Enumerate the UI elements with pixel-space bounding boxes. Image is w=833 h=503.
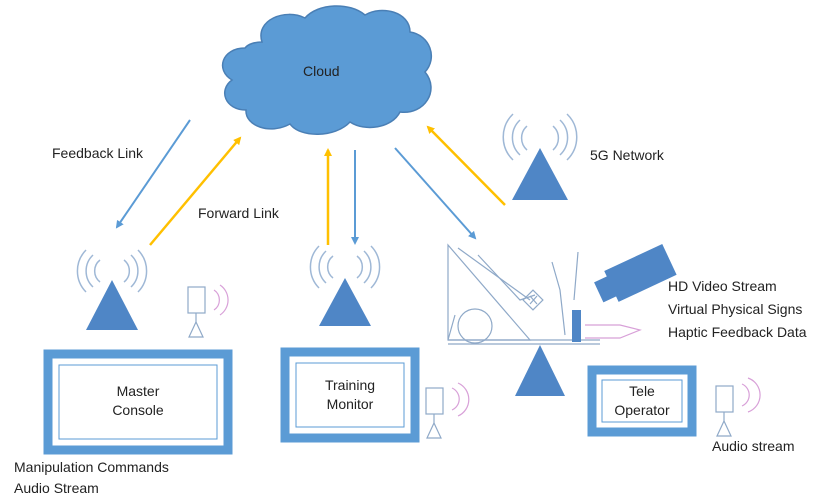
master-tower-icon xyxy=(76,249,148,330)
5g-network-label: 5G Network xyxy=(590,147,664,163)
feedback-link-arrow-master xyxy=(115,119,191,229)
master-audio-stream-label: Audio Stream xyxy=(14,480,99,496)
tele-operator-line2: Operator xyxy=(614,402,670,418)
virtual-physical-signs-label: Virtual Physical Signs xyxy=(668,301,803,317)
feedback-link-label: Feedback Link xyxy=(52,145,144,161)
cloud-label: Cloud xyxy=(303,63,340,79)
training-audio-device-icon xyxy=(425,382,470,439)
tele-operator-inner xyxy=(601,379,683,423)
5g-network-tower-icon xyxy=(502,113,578,200)
tele-tower-icon xyxy=(515,345,565,396)
training-monitor-label: Training Monitor xyxy=(296,376,404,414)
master-console-inner xyxy=(58,364,218,440)
forward-link-label: Forward Link xyxy=(198,205,279,221)
robot-arm-post xyxy=(572,310,581,342)
hd-video-stream-label: HD Video Stream xyxy=(668,278,777,294)
master-console-label: Master Console xyxy=(59,382,217,420)
manipulation-commands-label: Manipulation Commands xyxy=(14,459,169,475)
training-tower-icon xyxy=(309,245,381,326)
training-monitor-inner xyxy=(295,362,405,428)
master-console-line2: Console xyxy=(112,402,164,418)
training-monitor-line2: Monitor xyxy=(326,396,374,412)
hd-camera-icon xyxy=(594,243,677,303)
tele-operator-label: Tele Operator xyxy=(602,382,682,420)
feedback-link-arrow-tele xyxy=(394,147,477,240)
tele-audio-stream-label: Audio stream xyxy=(712,438,795,454)
haptic-feedback-label: Haptic Feedback Data xyxy=(668,324,807,340)
master-console-line1: Master xyxy=(116,383,160,399)
forward-link-arrow-master xyxy=(149,136,242,246)
master-audio-device-icon xyxy=(187,284,229,338)
tele-audio-device-icon xyxy=(715,377,761,437)
forward-link-arrow-tele xyxy=(426,125,506,206)
tele-operator-line1: Tele xyxy=(629,383,655,399)
training-monitor-line1: Training xyxy=(324,377,376,393)
cloud-shape xyxy=(221,5,432,135)
